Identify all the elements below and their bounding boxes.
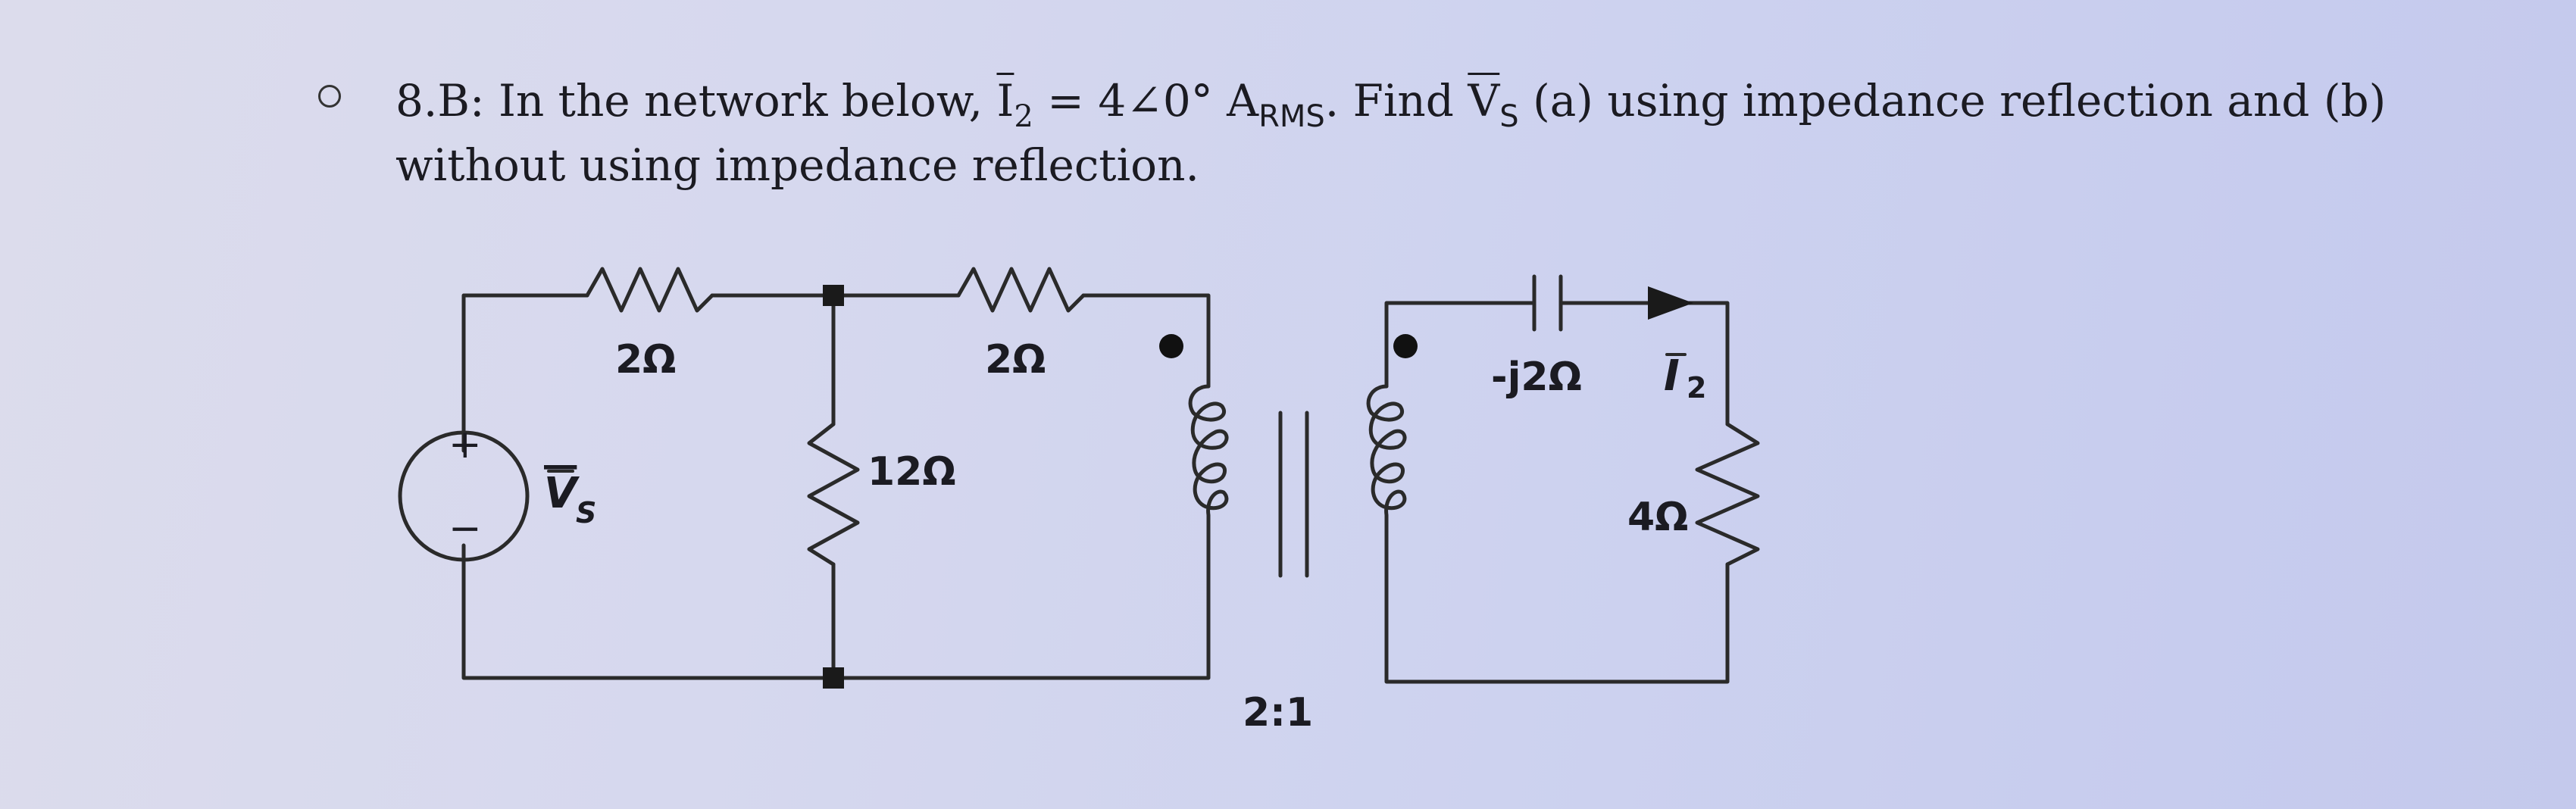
primary-coil <box>1188 384 1229 533</box>
i2-symbol: I <box>996 75 1014 127</box>
wire-secondary-top <box>1384 301 1537 389</box>
wire-top-right <box>1081 293 1211 389</box>
source-subscript: S <box>576 496 596 529</box>
polarity-dot-secondary <box>1393 334 1418 358</box>
question-text-b: = 4∠0° A <box>1033 75 1259 127</box>
question-text-d: (a) using impedance reflection and (b) <box>1518 75 2387 127</box>
vs-subscript: S <box>1499 99 1519 134</box>
secondary-coil <box>1366 384 1407 533</box>
capacitor-label: -j2Ω <box>1491 355 1582 400</box>
wire-bottom-right <box>461 528 1211 680</box>
question-text-c: . Find <box>1324 75 1468 127</box>
problem-statement: 8.B: In the network below, I2 = 4∠0° ARM… <box>0 0 2576 227</box>
question-text-a: 8.B: In the network below, <box>395 75 997 127</box>
source-symbol: V <box>544 469 580 518</box>
r-shunt-label: 12Ω <box>868 449 956 495</box>
resistor-2ohm-left <box>585 267 714 313</box>
bullet-icon <box>318 85 341 108</box>
wire-secondary-top-right <box>1558 301 1730 426</box>
polarity-dot-primary <box>1159 334 1183 358</box>
current-symbol: I <box>1664 351 1680 401</box>
wire-top-left <box>461 293 589 453</box>
r2-label: 2Ω <box>985 337 1046 383</box>
load-label: 4Ω <box>1627 495 1688 540</box>
source-minus-sign: − <box>449 506 482 551</box>
wire-secondary-bottom <box>1384 528 1730 684</box>
i2-subscript: 2 <box>1014 99 1033 134</box>
vs-symbol: V <box>1468 75 1500 127</box>
question-line-2: without using impedance reflection. <box>395 139 1199 191</box>
resistor-4ohm <box>1695 422 1760 567</box>
resistor-12ohm <box>807 422 860 567</box>
turns-ratio-label: 2:1 <box>1243 690 1313 736</box>
node-top <box>823 285 844 306</box>
resistor-2ohm-right <box>956 267 1086 313</box>
voltage-source <box>398 430 530 562</box>
r1-label: 2Ω <box>615 337 676 383</box>
current-subscript: 2 <box>1687 371 1706 404</box>
question-line-1: 8.B: In the network below, I2 = 4∠0° ARM… <box>395 74 2387 134</box>
source-plus-sign: + <box>449 422 482 467</box>
node-bottom <box>823 667 844 689</box>
current-arrow-icon <box>1648 286 1693 320</box>
arms-subscript: RMS <box>1258 99 1325 134</box>
